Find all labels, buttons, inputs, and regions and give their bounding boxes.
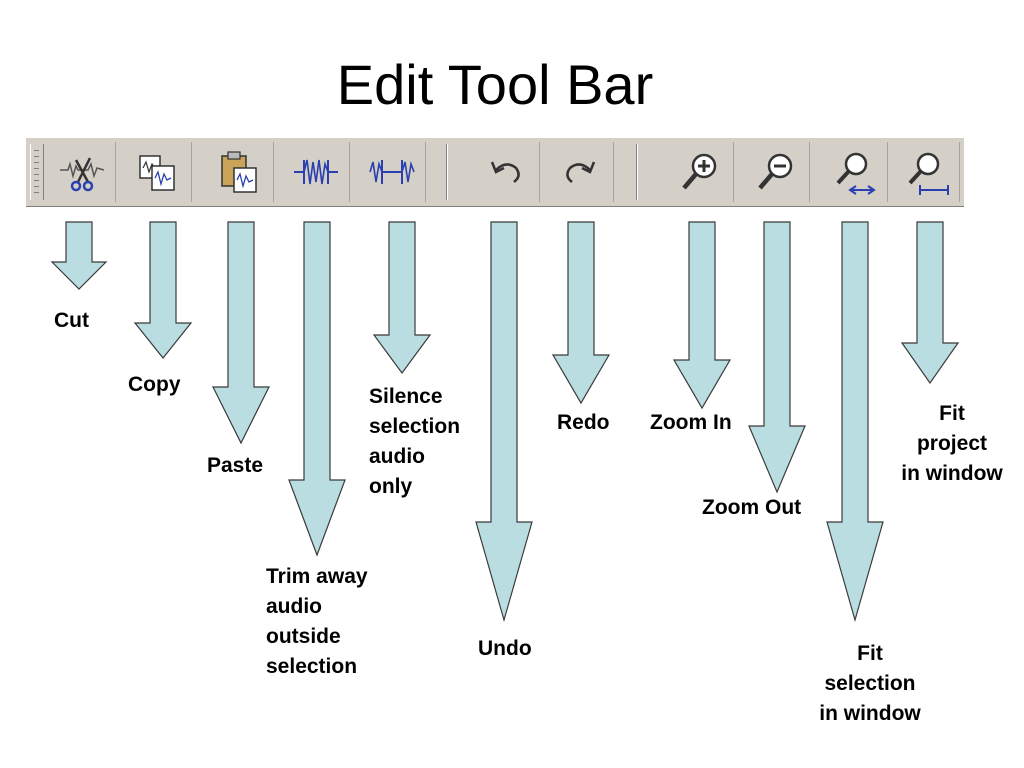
- fit-project-icon: [908, 152, 949, 195]
- zoom-in-icon: [681, 153, 716, 190]
- page-title: Edit Tool Bar: [336, 53, 654, 116]
- redo-icon: [565, 161, 595, 183]
- label-zoom-out: Zoom Out: [702, 496, 802, 519]
- paste-button[interactable]: [206, 142, 274, 202]
- arrow-trim: [288, 221, 346, 557]
- toolbar-grip-handle[interactable]: [30, 144, 44, 200]
- trim-icon: [293, 159, 338, 185]
- cut-button[interactable]: [48, 142, 116, 202]
- silence-icon: [368, 160, 415, 184]
- arrow-paste: [212, 221, 270, 445]
- undo-icon: [490, 161, 520, 183]
- label-undo: Undo: [478, 637, 532, 660]
- label-redo: Redo: [557, 411, 610, 434]
- edit-toolbar: [26, 137, 964, 207]
- label-copy: Copy: [128, 373, 181, 396]
- toolbar-separator: [446, 144, 448, 200]
- fit-selection-button[interactable]: [820, 142, 888, 202]
- arrow-zoom-in: [672, 221, 732, 410]
- redo-button[interactable]: [546, 142, 614, 202]
- copy-icon: [138, 155, 175, 191]
- trim-button[interactable]: [282, 142, 350, 202]
- silence-button[interactable]: [358, 142, 426, 202]
- label-fit-selection: Fit selection in window: [819, 642, 921, 725]
- fit-project-button[interactable]: [892, 142, 960, 202]
- arrow-undo: [475, 221, 533, 623]
- zoom-out-icon: [757, 153, 792, 190]
- zoom-out-button[interactable]: [742, 142, 810, 202]
- paste-icon: [220, 151, 257, 193]
- label-paste: Paste: [207, 454, 264, 477]
- label-fit-project: Fit project in window: [901, 402, 1003, 485]
- arrow-zoom-out: [748, 221, 806, 494]
- fit-selection-icon: [836, 152, 876, 195]
- arrow-redo: [551, 221, 611, 405]
- label-cut: Cut: [54, 309, 89, 332]
- arrow-copy: [133, 221, 193, 359]
- arrow-fit-selection: [826, 221, 884, 623]
- arrow-cut: [50, 221, 108, 290]
- label-zoom-in: Zoom In: [650, 411, 732, 434]
- scissors-icon: [59, 157, 104, 192]
- toolbar-separator: [636, 144, 638, 200]
- arrow-fit-project: [900, 221, 960, 385]
- copy-button[interactable]: [124, 142, 192, 202]
- label-silence: Silence selection audio only: [369, 385, 461, 498]
- arrow-silence: [372, 221, 432, 375]
- zoom-in-button[interactable]: [666, 142, 734, 202]
- undo-button[interactable]: [472, 142, 540, 202]
- label-trim: Trim away audio outside selection: [266, 565, 368, 678]
